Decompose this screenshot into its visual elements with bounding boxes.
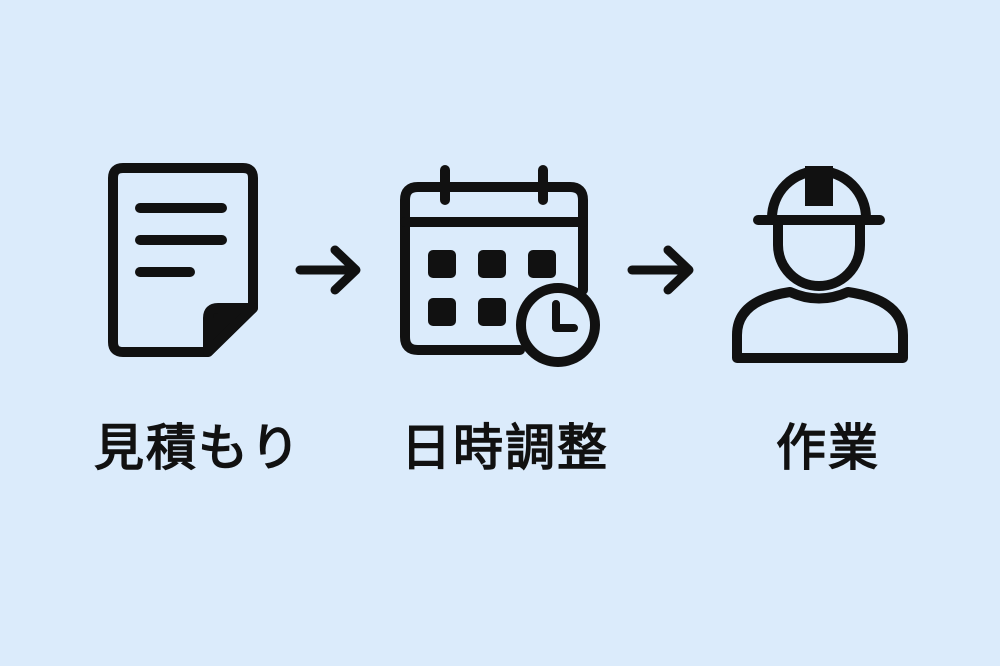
document-icon: [108, 163, 258, 357]
step-label-scheduling: 日時調整: [401, 419, 609, 477]
calendar-clock-icon: [400, 165, 600, 367]
step-label-estimate: 見積もり: [94, 419, 302, 477]
arrow-icon: [295, 245, 361, 295]
arrow-icon: [627, 245, 694, 295]
worker-hardhat-icon: [732, 166, 908, 363]
step-label-work: 作業: [776, 419, 880, 477]
